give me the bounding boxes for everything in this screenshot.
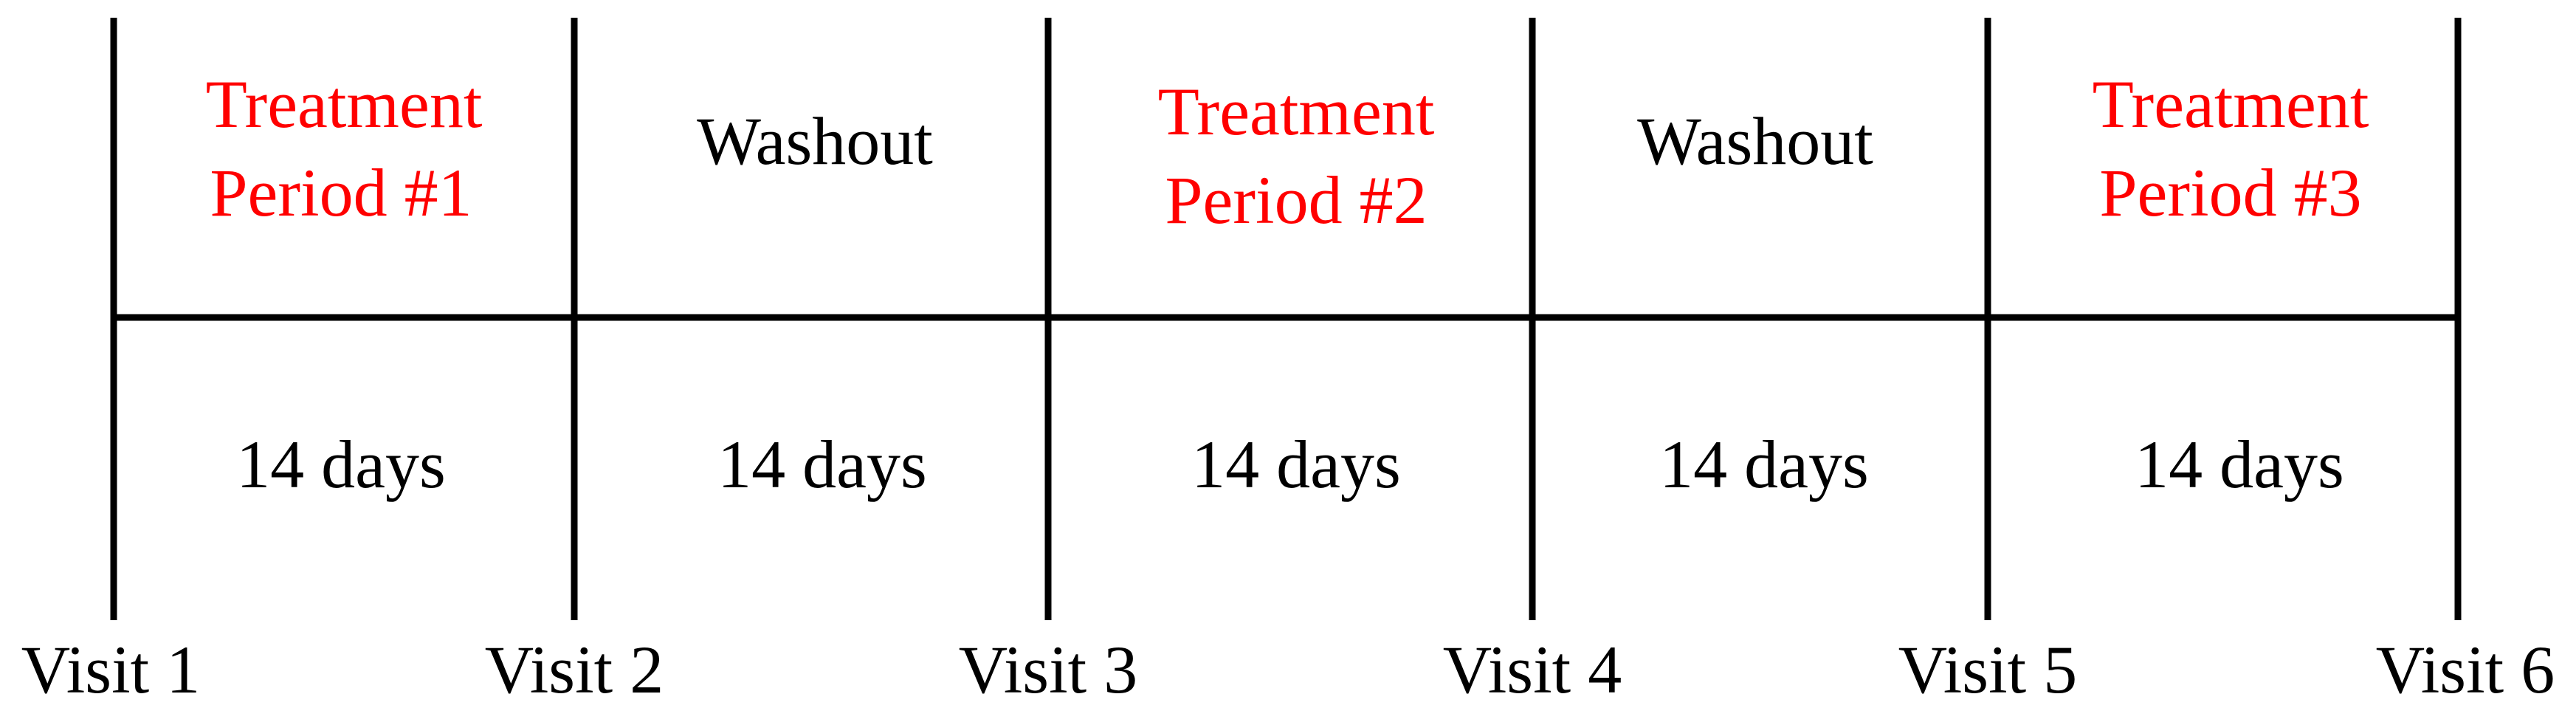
period-5-label-line-2: Period #3 (2099, 155, 2361, 230)
visit-label-1: Visit 1 (21, 632, 200, 707)
period-5-duration: 14 days (2135, 427, 2344, 502)
period-4-duration: 14 days (1659, 427, 1869, 502)
period-5-label-line-1: Treatment (2093, 66, 2369, 142)
visit-label-6: Visit 6 (2376, 632, 2555, 707)
visit-label-4: Visit 4 (1443, 632, 1622, 707)
period-4-label-line-1: Washout (1637, 103, 1873, 179)
period-3-duration: 14 days (1191, 427, 1401, 502)
period-1-label-line-1: Treatment (206, 66, 483, 142)
period-1-label-line-2: Period #1 (210, 155, 472, 230)
visit-label-3: Visit 3 (959, 632, 1137, 707)
period-2-label-line-1: Washout (697, 103, 933, 179)
period-3-label-line-1: Treatment (1158, 74, 1435, 149)
period-3-label-line-2: Period #2 (1165, 162, 1427, 238)
visit-label-5: Visit 5 (1898, 632, 2077, 707)
visit-label-2: Visit 2 (485, 632, 664, 707)
period-1-duration: 14 days (236, 427, 446, 502)
period-2-duration: 14 days (717, 427, 927, 502)
